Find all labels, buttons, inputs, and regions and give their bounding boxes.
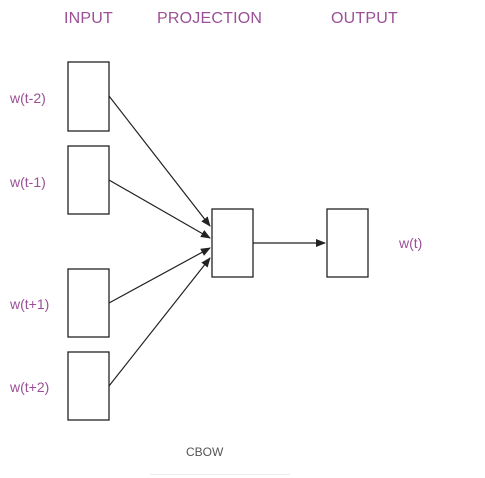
- output-box: [326, 208, 369, 278]
- projection-header: PROJECTION: [157, 10, 263, 27]
- input-label-t-plus-1: w(t+1): [10, 296, 50, 312]
- arrow-t-minus-1-to-projection: [108, 179, 211, 239]
- arrow-t-plus-2-to-projection: [108, 257, 211, 387]
- input-box-t-minus-1: [67, 145, 110, 215]
- arrow-t-minus-2-to-projection: [108, 95, 211, 227]
- input-label-t-minus-2: w(t-2): [10, 90, 46, 106]
- input-label-t-plus-2: w(t+2): [10, 379, 50, 395]
- input-header: INPUT: [64, 10, 113, 27]
- output-header: OUTPUT: [331, 10, 398, 27]
- input-box-t-plus-2: [67, 351, 110, 421]
- projection-box: [211, 208, 254, 278]
- diagram-caption: CBOW: [186, 445, 224, 459]
- input-box-t-minus-2: [67, 61, 110, 132]
- input-label-t-minus-1: w(t-1): [10, 174, 46, 190]
- output-label: w(t): [399, 235, 423, 251]
- caption-divider: [150, 474, 290, 475]
- input-box-t-plus-1: [67, 268, 110, 338]
- arrow-t-plus-1-to-projection: [108, 247, 211, 304]
